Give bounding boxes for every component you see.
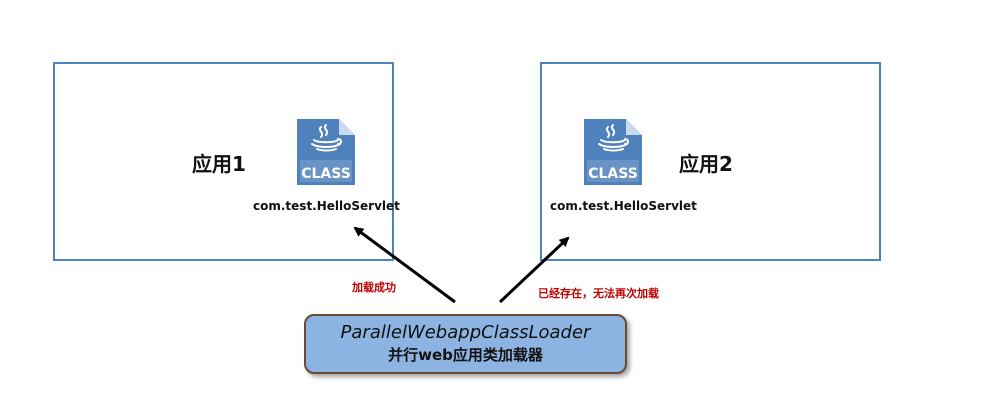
class-icon-label: CLASS bbox=[301, 166, 351, 182]
load-failed-label: 已经存在，无法再次加载 bbox=[538, 287, 659, 300]
application-1-class-name: com.test.HelloServlet bbox=[253, 199, 400, 213]
application-2-box: 应用2 CLASS com.test.HelloServlet bbox=[540, 62, 881, 261]
class-loader-subtitle: 并行web应用类加载器 bbox=[388, 346, 543, 364]
java-class-file-icon: CLASS bbox=[297, 119, 355, 185]
application-2-title: 应用2 bbox=[679, 152, 733, 176]
application-1-box: 应用1 CLASS com.test.HelloServlet bbox=[53, 62, 400, 261]
application-2-class-name: com.test.HelloServlet bbox=[550, 199, 697, 213]
application-1-title: 应用1 bbox=[192, 152, 246, 176]
class-loader-box: ParallelWebappClassLoader 并行web应用类加载器 bbox=[304, 314, 627, 374]
arrow-to-application-2 bbox=[498, 236, 570, 304]
java-class-file-icon: CLASS bbox=[584, 119, 642, 185]
class-loader-title: ParallelWebappClassLoader bbox=[340, 322, 591, 343]
class-icon-label: CLASS bbox=[588, 166, 638, 182]
load-success-label: 加载成功 bbox=[352, 281, 396, 294]
arrow-to-application-1 bbox=[353, 226, 456, 304]
